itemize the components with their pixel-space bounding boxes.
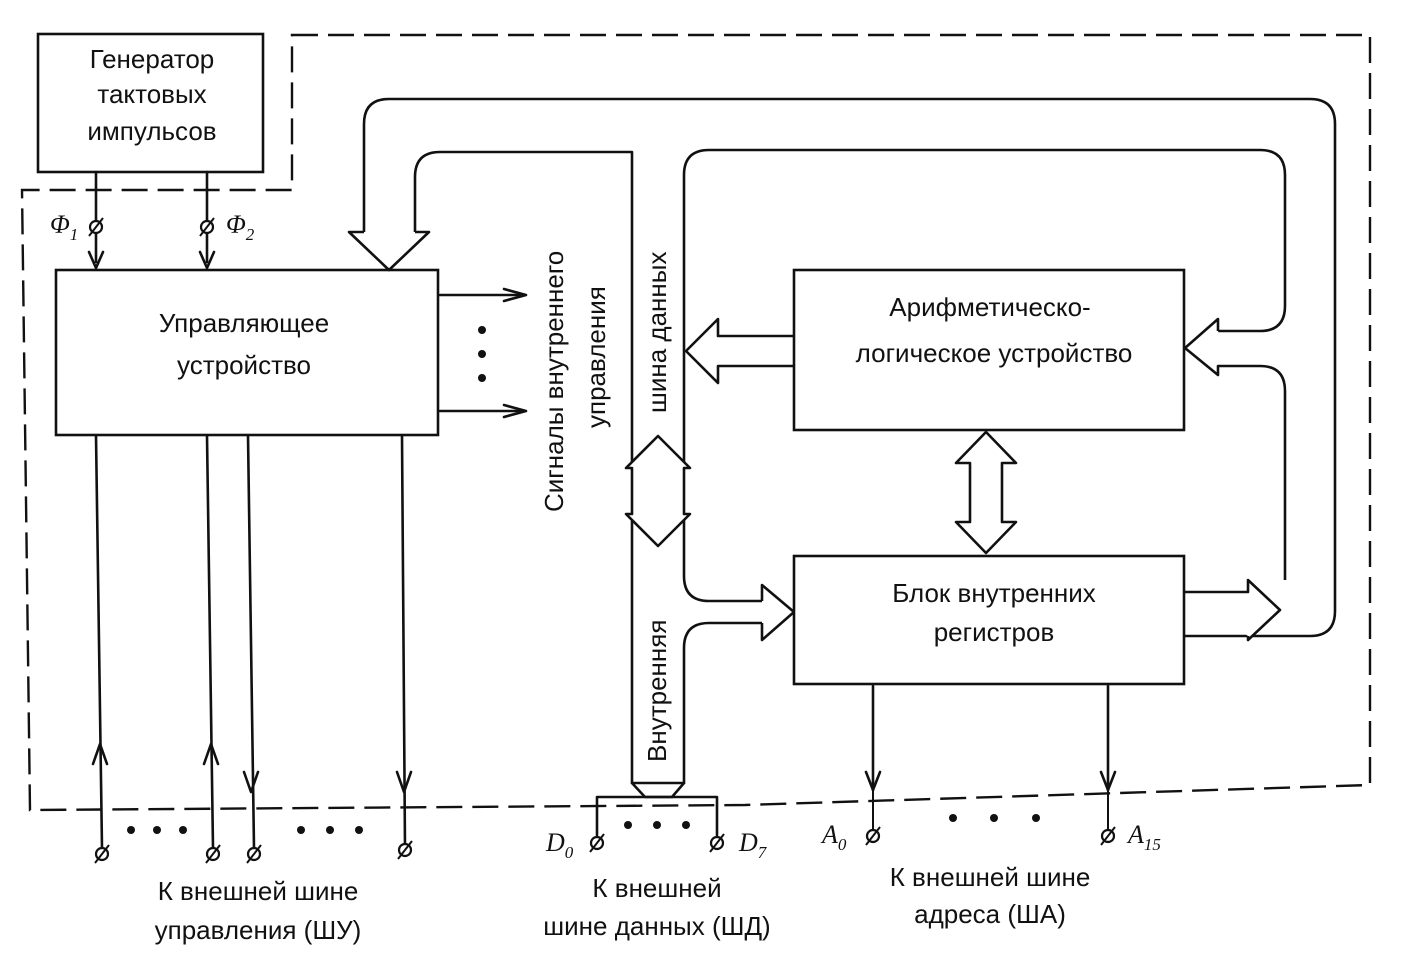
a15-label: A15 <box>1126 820 1161 854</box>
register-block-box <box>792 554 1186 686</box>
bus-arrow-into-control-unit <box>347 230 431 272</box>
alu: Арифметическо- логическое устройство <box>792 268 1186 432</box>
control-unit: Управляющее устройство <box>54 268 440 437</box>
register-block-line-1: Блок внутренних <box>892 578 1096 608</box>
clock-generator-line-2: тактовых <box>97 79 206 109</box>
bus-bidirectional-arrow <box>624 434 692 548</box>
internal-data-bus-label-top: шина данных <box>642 252 672 413</box>
clock-generator: Генератор тактовых импульсов <box>36 32 265 174</box>
clock-phase-lines: Φ1 Φ2 <box>50 170 255 270</box>
address-lines <box>864 684 1117 846</box>
internal-control-signals-label-2: управления <box>581 286 611 428</box>
data-bus-caption-1: К внешней <box>592 873 721 903</box>
internal-data-bus-label-bottom: Внутренняя <box>642 620 672 762</box>
address-bus-caption-1: К внешней шине <box>890 862 1091 892</box>
bus-arrow-into-registers <box>760 583 796 642</box>
register-block-line-2: регистров <box>934 617 1055 647</box>
control-bus-caption-1: К внешней шине <box>158 876 359 906</box>
data-bus-caption-2: шине данных (ШД) <box>543 911 770 941</box>
alu-registers-bidirectional-arrow <box>954 430 1018 555</box>
control-unit-line-1: Управляющее <box>159 308 329 338</box>
phi2-label: Φ2 <box>226 210 255 244</box>
internal-data-bus <box>347 97 1337 837</box>
internal-control-signals-label-1: Сигналы внутреннего <box>539 251 569 512</box>
alu-box <box>792 268 1186 432</box>
register-block: Блок внутренних регистров <box>792 554 1186 686</box>
registers-output-arrow <box>1185 578 1282 642</box>
control-bus-lines <box>91 434 413 864</box>
clock-generator-line-3: импульсов <box>87 116 216 146</box>
d7-label: D7 <box>738 828 768 862</box>
data-bus-terminals <box>589 821 725 853</box>
alu-line-2: логическое устройство <box>856 338 1133 368</box>
control-unit-line-2: устройство <box>177 350 311 380</box>
clock-generator-line-1: Генератор <box>90 44 215 74</box>
control-bus-caption-2: управления (ШУ) <box>155 915 362 945</box>
a0-label: A0 <box>820 820 847 854</box>
d0-label: D0 <box>545 828 574 862</box>
alu-line-1: Арифметическо- <box>889 292 1090 322</box>
internal-control-signal-arrows <box>438 287 528 419</box>
phi1-label: Φ1 <box>50 210 78 244</box>
clock-generator-box <box>36 32 265 174</box>
alu-output-arrow <box>684 317 794 385</box>
chip-boundary <box>20 33 1372 812</box>
address-bus-caption-2: адреса (ША) <box>914 899 1066 929</box>
control-unit-box <box>54 268 440 437</box>
alu-input-arrow-top <box>1183 317 1287 580</box>
